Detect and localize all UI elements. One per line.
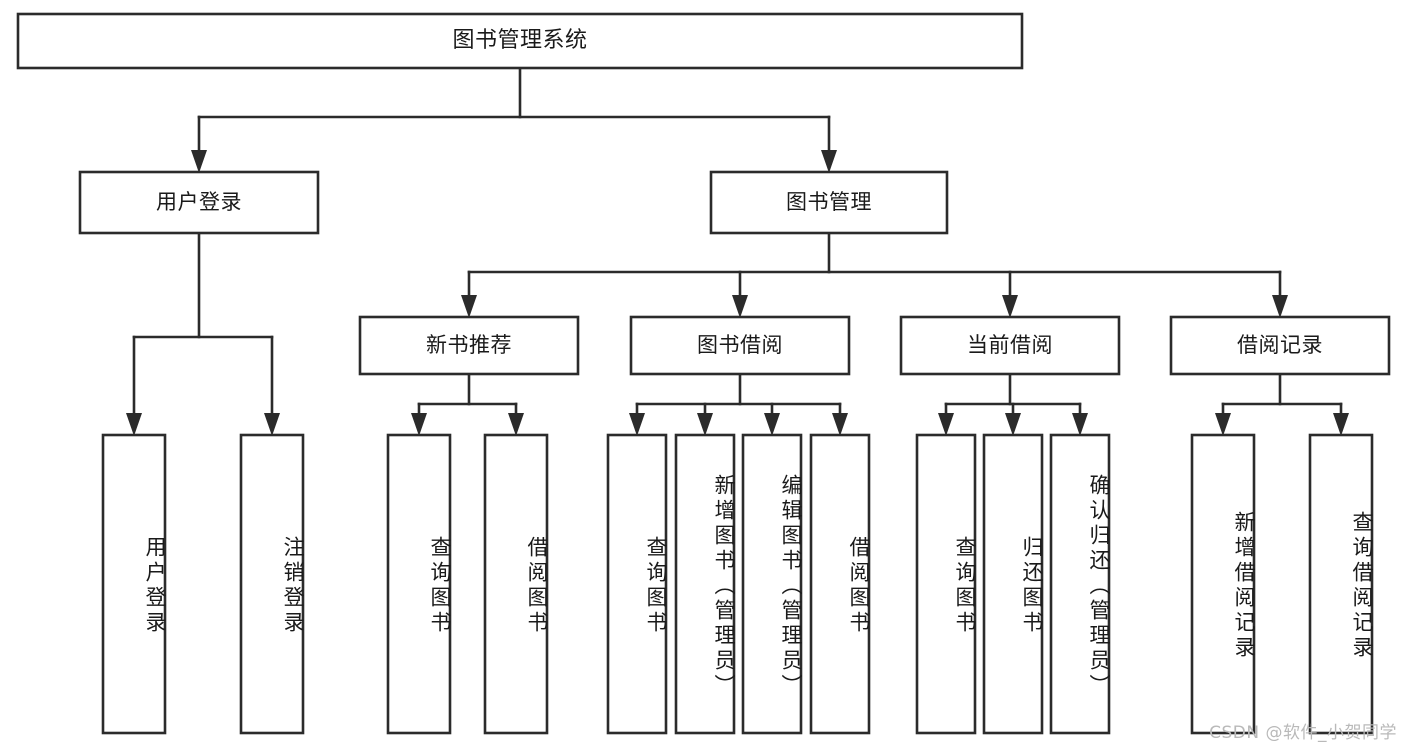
node-box-user-login[interactable]	[78, 170, 320, 235]
arrow-head-icon	[832, 413, 848, 436]
node-box-book-borrow[interactable]	[629, 315, 851, 376]
node-box-leaf-add-record[interactable]	[1190, 433, 1256, 735]
node-box-leaf-add-book[interactable]	[674, 433, 736, 735]
arrow-head-icon	[1005, 413, 1021, 436]
node-box-leaf-query-book-2[interactable]	[606, 433, 668, 735]
node-box-leaf-return-book[interactable]	[982, 433, 1044, 735]
node-box-leaf-query-record[interactable]	[1308, 433, 1374, 735]
watermark-text: CSDN @软件_小贺同学	[1209, 723, 1397, 743]
arrow-head-icon	[1215, 413, 1231, 436]
arrow-head-icon	[697, 413, 713, 436]
node-box-leaf-query-book-3[interactable]	[915, 433, 977, 735]
arrow-head-icon	[508, 413, 524, 436]
node-box-leaf-borrow-book-1[interactable]	[483, 433, 549, 735]
arrow-head-icon	[461, 295, 477, 318]
arrow-head-icon	[1002, 295, 1018, 318]
node-layer	[16, 12, 1391, 735]
arrow-head-icon	[411, 413, 427, 436]
arrow-head-icon	[938, 413, 954, 436]
connector-layer	[126, 66, 1349, 436]
node-box-leaf-query-book-1[interactable]	[386, 433, 452, 735]
arrow-head-icon	[629, 413, 645, 436]
node-box-borrow-record[interactable]	[1169, 315, 1391, 376]
arrow-head-icon	[821, 150, 837, 173]
node-box-leaf-confirm-return[interactable]	[1049, 433, 1111, 735]
arrow-head-icon	[1333, 413, 1349, 436]
arrow-head-icon	[264, 413, 280, 436]
arrow-head-icon	[191, 150, 207, 173]
node-box-leaf-borrow-book-2[interactable]	[809, 433, 871, 735]
arrow-head-icon	[764, 413, 780, 436]
arrow-head-icon	[1072, 413, 1088, 436]
node-box-leaf-user-login[interactable]	[101, 433, 167, 735]
arrow-head-icon	[1272, 295, 1288, 318]
node-box-root[interactable]	[16, 12, 1024, 70]
node-box-new-book-rec[interactable]	[358, 315, 580, 376]
node-box-leaf-logout[interactable]	[239, 433, 305, 735]
node-box-leaf-edit-book[interactable]	[741, 433, 803, 735]
arrow-head-icon	[126, 413, 142, 436]
node-box-current-borrow[interactable]	[899, 315, 1121, 376]
arrow-head-icon	[732, 295, 748, 318]
node-box-book-manage[interactable]	[709, 170, 949, 235]
